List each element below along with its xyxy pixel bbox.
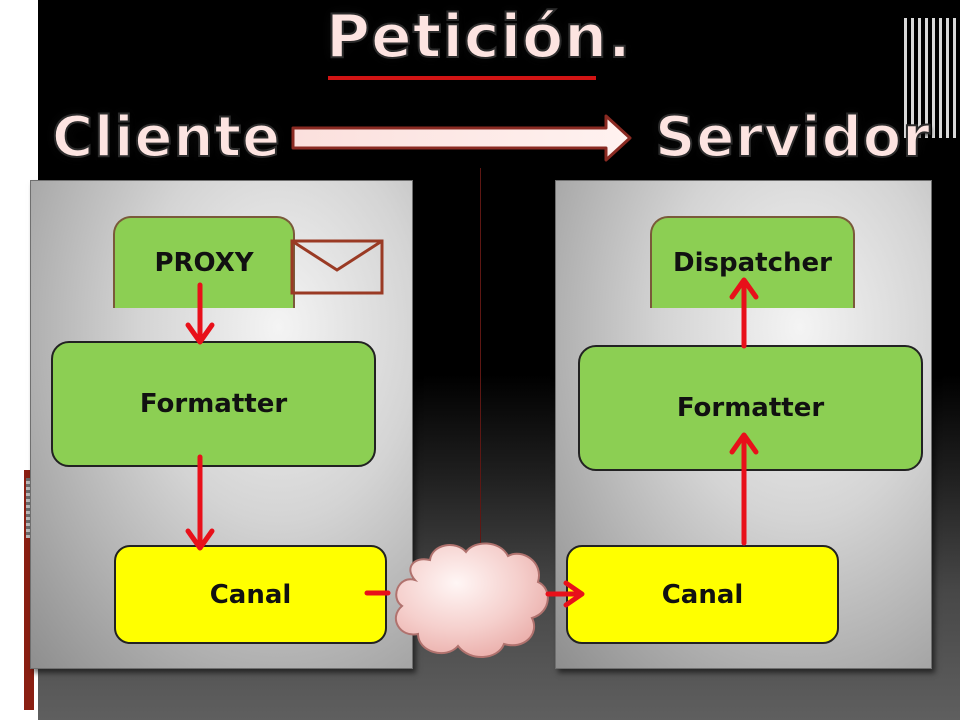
proxy-box: PROXY xyxy=(113,216,295,308)
dispatcher-box: Dispatcher xyxy=(650,216,855,308)
server-heading: Servidor xyxy=(654,104,931,171)
slide-title: Petición. xyxy=(325,1,632,73)
server-formatter-box: Formatter xyxy=(578,345,923,471)
title-underline xyxy=(328,76,596,80)
client-formatter-label: Formatter xyxy=(139,389,288,419)
proxy-label: PROXY xyxy=(154,248,254,278)
server-canal-label: Canal xyxy=(661,579,744,610)
client-canal-label: Canal xyxy=(209,579,292,610)
decorative-stripes-top xyxy=(904,18,960,138)
client-formatter-box: Formatter xyxy=(51,341,376,467)
server-formatter-label: Formatter xyxy=(676,393,825,423)
divider-line xyxy=(480,168,481,544)
client-canal-box: Canal xyxy=(114,545,387,644)
server-canal-box: Canal xyxy=(566,545,839,644)
client-heading: Cliente xyxy=(51,104,282,171)
decorative-bar-left xyxy=(24,470,34,710)
dispatcher-label: Dispatcher xyxy=(673,248,832,278)
